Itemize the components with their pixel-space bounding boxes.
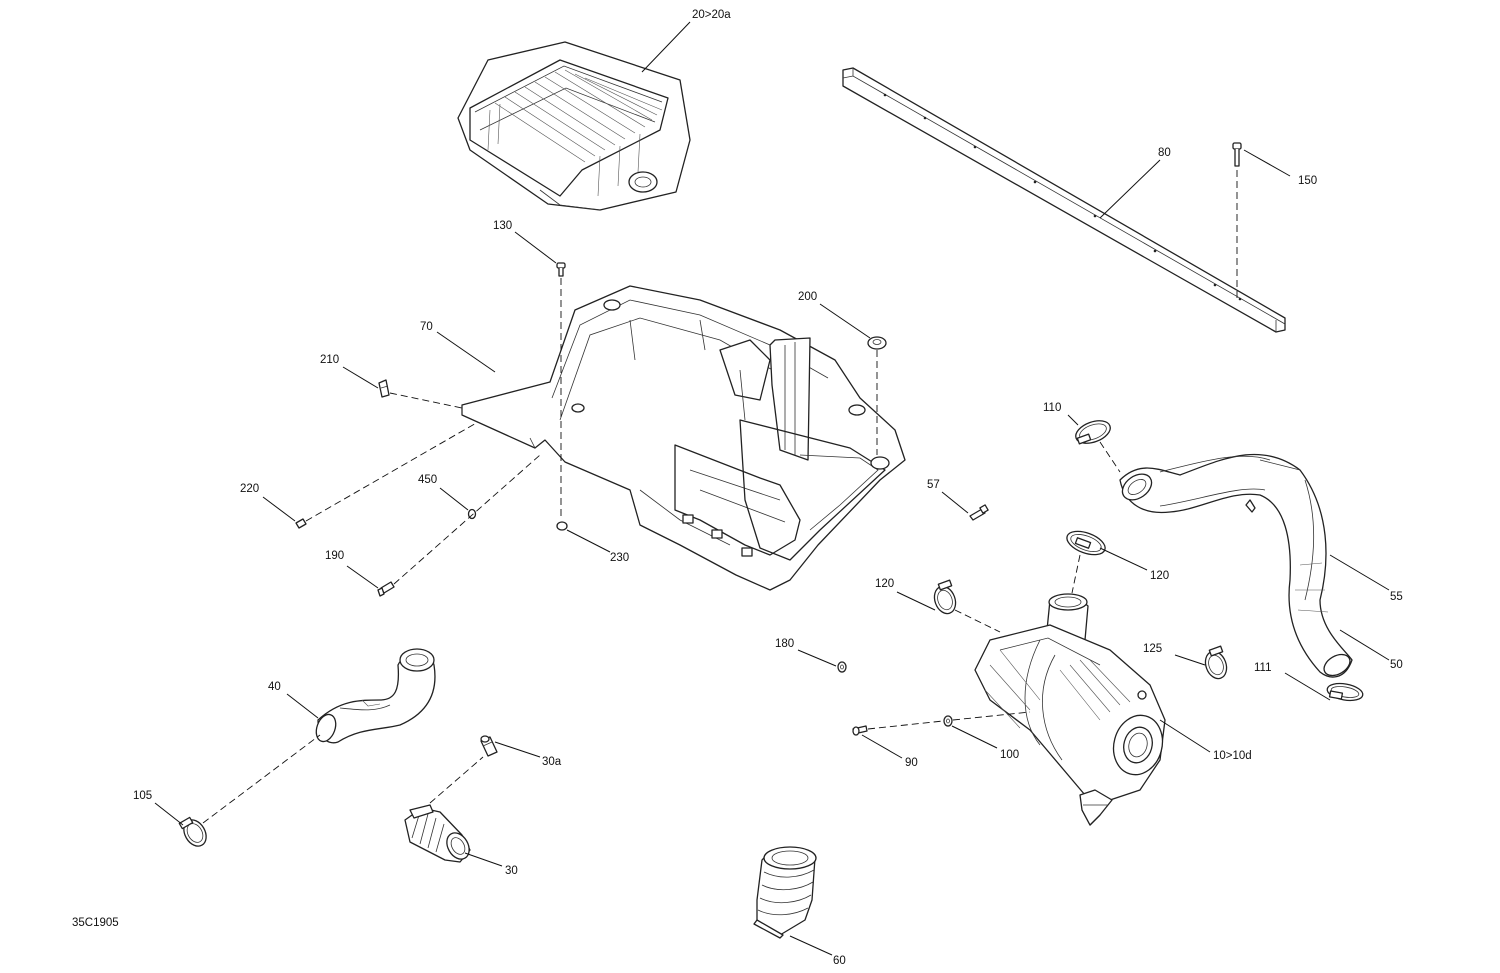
callout-220: 220 — [240, 483, 259, 495]
screw-icon — [295, 518, 307, 529]
screw-icon — [852, 725, 868, 736]
callout-130: 130 — [493, 220, 512, 232]
callout-111: 111 — [1254, 662, 1271, 674]
hose-clamp-icon — [1204, 645, 1228, 680]
outlet-hose-icon — [1119, 453, 1353, 678]
hose-clamp-icon — [1066, 530, 1106, 556]
callout-120-left: 120 — [875, 578, 894, 590]
assembly-lines — [202, 170, 1238, 824]
leader-lines — [154, 21, 1390, 956]
screw-icon — [377, 581, 395, 597]
callout-450: 450 — [418, 474, 437, 486]
intake-hose-icon — [315, 648, 436, 744]
callout-57: 57 — [927, 479, 940, 491]
callout-210: 210 — [320, 354, 339, 366]
callout-90: 90 — [905, 757, 918, 769]
hose-clamp-icon — [1326, 682, 1364, 702]
air-filter-housing-icon — [974, 593, 1166, 826]
callout-70: 70 — [420, 321, 433, 333]
clip-nut-icon — [378, 379, 390, 398]
callout-60: 60 — [833, 955, 846, 967]
callout-200: 200 — [798, 291, 817, 303]
callout-80: 80 — [1158, 147, 1171, 159]
callout-180: 180 — [775, 638, 794, 650]
screw-icon — [1232, 142, 1242, 167]
washer-icon — [837, 661, 847, 673]
callout-100: 100 — [1000, 749, 1019, 761]
callout-50: 50 — [1390, 659, 1403, 671]
diagram-reference-code: 35C1905 — [72, 917, 119, 929]
callout-20: 20>20a — [692, 9, 731, 21]
callout-40: 40 — [268, 681, 281, 693]
hose-clamp-icon — [178, 816, 207, 847]
screw-icon — [969, 504, 989, 521]
callout-110: 110 — [1043, 402, 1061, 414]
callout-190: 190 — [325, 550, 344, 562]
hose-clamp-icon — [1075, 420, 1111, 445]
callout-230: 230 — [610, 552, 629, 564]
intake-bellows-icon — [404, 804, 471, 863]
fitting-icon — [480, 735, 498, 757]
support-bar-icon — [842, 67, 1286, 333]
callout-120-upper: 120 — [1150, 570, 1169, 582]
hose-clamp-icon — [933, 579, 957, 615]
screw-icon — [556, 262, 566, 277]
intake-bellows-icon — [753, 846, 817, 939]
callout-30a: 30a — [542, 756, 562, 768]
nut-icon — [556, 521, 568, 531]
washer-icon — [943, 715, 953, 727]
grommet-icon — [867, 336, 887, 350]
callout-labels: 20>20a 80 150 130 200 70 210 110 220 450… — [133, 9, 1403, 967]
intercooler-icon — [457, 41, 691, 211]
mounting-bracket-icon — [461, 285, 906, 591]
callout-30: 30 — [505, 865, 518, 877]
callout-10: 10>10d — [1213, 750, 1252, 762]
callout-150: 150 — [1298, 175, 1317, 187]
callout-105: 105 — [133, 790, 152, 802]
callout-125: 125 — [1143, 643, 1162, 655]
callout-55: 55 — [1390, 591, 1403, 603]
